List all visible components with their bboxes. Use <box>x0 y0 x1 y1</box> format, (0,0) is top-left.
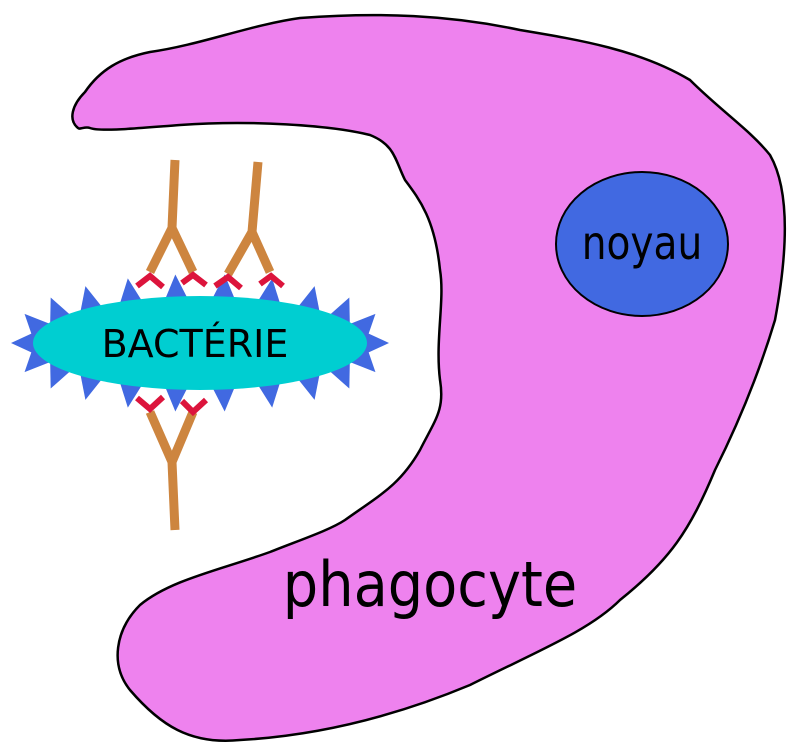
antigen-spike <box>327 359 350 389</box>
antigen-spike <box>119 278 144 306</box>
nucleus-label: noyau <box>582 217 703 271</box>
antigen-spike <box>363 331 389 355</box>
antigen-spike <box>119 380 144 408</box>
antibody <box>145 159 198 275</box>
antigen-spike <box>256 380 281 408</box>
antigen-spike <box>327 297 350 327</box>
antigen-spike <box>256 278 281 306</box>
antigen-spike <box>50 297 73 327</box>
bacterium <box>33 296 367 390</box>
antibody-binding-sites <box>135 271 285 417</box>
nucleus <box>555 171 729 317</box>
antigen-spike <box>24 313 52 341</box>
antigen-spike <box>164 385 189 412</box>
antibody <box>145 410 198 531</box>
antigen-spike <box>11 331 37 355</box>
antigen-spike <box>164 274 189 301</box>
antigen-spike <box>24 345 52 373</box>
antigen-spike <box>211 274 236 301</box>
bacterium-label: BACTÉRIE <box>102 322 289 366</box>
antigen-spike <box>348 345 376 373</box>
antigen-spike <box>348 313 376 341</box>
antigen-spike <box>211 385 236 412</box>
antibody <box>224 161 275 277</box>
phagocyte-label: phagocyte <box>283 548 577 621</box>
antigen-spike <box>50 359 73 389</box>
